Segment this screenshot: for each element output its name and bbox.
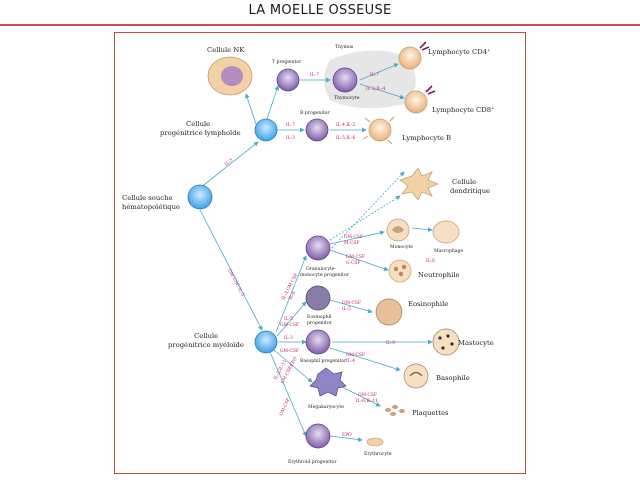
cytokine-il2-il4: IL-2,IL-4 bbox=[366, 87, 385, 92]
nk-cell bbox=[207, 56, 253, 96]
cytokine-ery-left: GM-CSF bbox=[279, 398, 291, 417]
eosinophil-label: Eosinophile bbox=[408, 300, 448, 308]
megakaryocyte-label: Megakaryocyte bbox=[308, 404, 344, 410]
monocyte-cell bbox=[386, 218, 410, 242]
lymphoid-label: Cellule bbox=[186, 120, 210, 128]
b-lymphocyte-label: Lymphocyte B bbox=[402, 134, 451, 142]
cytokine-gm-left-2: IL-6 bbox=[288, 291, 297, 301]
thymocyte-label: Thymocyte bbox=[334, 95, 360, 101]
monocyte-label: Monocyte bbox=[390, 244, 413, 250]
cytokine-eos-1: GM-CSF bbox=[342, 301, 361, 306]
cytokine-mega-2: IL-6,IL-11 bbox=[356, 399, 378, 404]
dendritic-cell bbox=[399, 167, 439, 201]
basophil-progenitor-cell bbox=[305, 329, 331, 355]
cytokine-neu-1: GM-CSF bbox=[346, 255, 365, 260]
thymus-region bbox=[324, 50, 416, 109]
cytokine-il7-thy: IL-7 bbox=[370, 73, 379, 78]
lymphoid-label-2: progénitrice lymphoïde bbox=[160, 129, 241, 137]
cd4-cell bbox=[398, 41, 430, 70]
eosinophil-progenitor-cell bbox=[305, 285, 331, 311]
cytokine-il3: IL-3 bbox=[224, 158, 234, 168]
hsc-cell bbox=[187, 184, 213, 210]
hsc-label-2: hématopoïétique bbox=[122, 203, 180, 211]
b-progenitor-cell bbox=[305, 118, 329, 142]
cytokine-eos-2: IL-5 bbox=[342, 307, 351, 312]
eos-progenitor-label-2: progenitor bbox=[307, 320, 333, 326]
platelets-label: Plaquettes bbox=[412, 409, 449, 417]
cytokine-mega-1: GM-CSF bbox=[358, 393, 377, 398]
macrophage-cell bbox=[432, 220, 460, 244]
myeloid-label: Cellule bbox=[194, 332, 218, 340]
erythrocyte-cell bbox=[366, 437, 384, 447]
cytokine-il3-b: IL-3 bbox=[286, 136, 295, 141]
cytokine-il7-b: IL-7 bbox=[286, 123, 295, 128]
eos-progenitor-label: Eosinophil bbox=[307, 314, 332, 320]
cytokine-baso-left-1: IL-3 bbox=[284, 336, 293, 341]
erythrocyte-label: Erythrocyte bbox=[364, 451, 392, 457]
cytokine-mono-2: M-CSF bbox=[344, 241, 359, 246]
erythroid-progenitor-label: Erythroid progenitor bbox=[288, 459, 337, 465]
platelets bbox=[385, 405, 405, 416]
b-progenitor-label: B progenitor bbox=[300, 110, 330, 116]
cytokine-mono-1: GM-CSF bbox=[344, 235, 363, 240]
cytokine-baso-2: IL-4 bbox=[346, 359, 355, 364]
cytokine-epo: EPO bbox=[342, 433, 352, 438]
hsc-label: Cellule souche bbox=[122, 194, 172, 202]
page-title: LA MOELLE OSSEUSE bbox=[248, 3, 392, 18]
nk-label: Cellule NK bbox=[207, 46, 245, 54]
eosinophil-cell bbox=[375, 298, 403, 326]
basophil-label: Basophile bbox=[436, 374, 470, 382]
lymphoid-progenitor-cell bbox=[254, 118, 278, 142]
t-progenitor-cell bbox=[276, 68, 300, 92]
cytokine-il5-il6: IL-5,IL-6 bbox=[336, 136, 355, 141]
thymus-label: Thymus bbox=[335, 44, 354, 50]
b-lymphocyte-cell bbox=[362, 116, 395, 145]
cytokine-il4-il2: IL-4,IL-2 bbox=[336, 123, 355, 128]
cytokine-il9: IL-9 bbox=[386, 341, 395, 346]
cd4-label: Lymphocyte CD4⁺ bbox=[428, 48, 491, 56]
lineage-arrows bbox=[199, 63, 433, 442]
gm-progenitor-label-2: monocyte progenitor bbox=[300, 272, 350, 278]
myeloid-label-2: progénitrice myéloïde bbox=[168, 341, 244, 349]
thymocyte-cell bbox=[332, 67, 358, 93]
cytokine-baso-left-2: GM-CSF bbox=[280, 349, 299, 354]
cytokine-eos-left-2: GM-CSF bbox=[280, 323, 299, 328]
cytokine-eos-left-1: IL-5 bbox=[284, 317, 293, 322]
gm-progenitor-cell bbox=[305, 235, 331, 261]
basophil-cell bbox=[403, 363, 429, 389]
neutrophil-label: Neutrophile bbox=[418, 271, 460, 279]
cytokine-gmcsf-il3: GM-CSF, IL-3 bbox=[226, 269, 245, 298]
t-progenitor-label: T progenitor bbox=[272, 59, 302, 65]
erythroid-progenitor-cell bbox=[305, 423, 331, 449]
neutrophil-cell bbox=[388, 259, 412, 283]
mastocyte-cell bbox=[432, 328, 460, 356]
dendritic-label-2: dendritique bbox=[450, 187, 490, 195]
cytokine-neu-2: G-CSF bbox=[346, 261, 361, 266]
dendritic-label: Cellule bbox=[452, 178, 476, 186]
mastocyte-label: Mastocyte bbox=[458, 339, 494, 347]
myeloid-progenitor-cell bbox=[254, 330, 278, 354]
gm-progenitor-label: Granulocyte- bbox=[306, 266, 336, 272]
cytokine-il7-t: IL-7 bbox=[310, 73, 319, 78]
diagram-frame bbox=[114, 32, 526, 474]
title-divider bbox=[0, 24, 640, 26]
macrophage-label: Macrophage bbox=[434, 248, 464, 254]
cytokine-baso-1: GM-CSF bbox=[346, 353, 365, 358]
cd8-cell bbox=[404, 85, 436, 114]
megakaryocyte-cell bbox=[309, 367, 347, 397]
cd8-label: Lymphocyte CD8⁺ bbox=[432, 106, 495, 114]
baso-progenitor-label: Basophil progenitor bbox=[300, 358, 347, 364]
cytokine-il6: IL-6 bbox=[426, 259, 435, 264]
